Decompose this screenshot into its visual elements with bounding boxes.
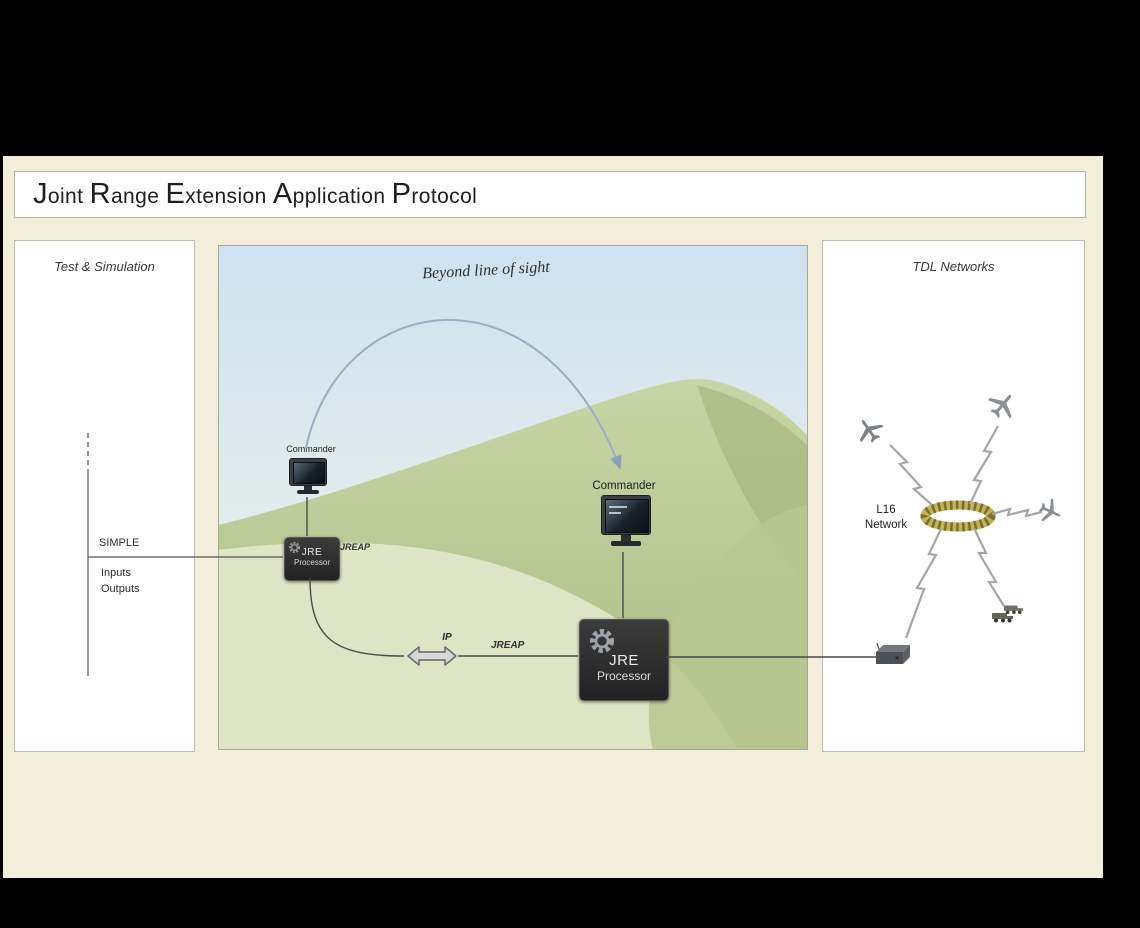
ip-label: IP: [442, 632, 452, 643]
tdl-networks-panel: TDL Networks L16 Network: [822, 240, 1085, 752]
test-simulation-panel: Test & Simulation SIMPLE Inputs Outputs: [14, 240, 195, 752]
screen-glint: [609, 506, 627, 508]
monitor-base: [297, 490, 319, 494]
tdl-networks-title: TDL Networks: [912, 259, 995, 274]
commander-monitor-icon: [601, 495, 651, 546]
monitor-frame: [289, 458, 327, 486]
gear-icon: [288, 541, 301, 554]
jreap-right-label: JREAP: [491, 640, 525, 651]
landscape-illustration: [219, 246, 807, 749]
simple-label: SIMPLE: [99, 537, 140, 549]
jre-small-line1: JRE: [301, 547, 323, 558]
monitor-screen: [293, 462, 325, 484]
front-right-slope: [648, 504, 807, 749]
screen-glint: [609, 512, 621, 514]
commander-small-label: Commander: [286, 444, 336, 454]
monitor-frame: [601, 495, 651, 535]
test-simulation-title: Test & Simulation: [54, 259, 155, 274]
jre-processor-small-box: JRE Processor: [284, 537, 340, 581]
commander-monitor-icon: [289, 458, 327, 494]
monitor-neck: [621, 535, 631, 541]
jre-large-line1: JRE: [609, 652, 639, 669]
jre-processor-large-box: JRE Processor: [579, 619, 669, 701]
monitor-base: [611, 541, 641, 546]
outputs-label: Outputs: [101, 583, 140, 595]
jre-small-line2: Processor: [293, 558, 330, 567]
l16-network-label: L16 Network: [857, 503, 915, 533]
jre-large-line2: Processor: [596, 669, 652, 683]
jreap-left-label: JREAP: [340, 542, 371, 552]
l16-line1: L16: [876, 504, 896, 516]
monitor-screen: [605, 499, 649, 533]
inputs-label: Inputs: [101, 567, 131, 579]
beyond-line-of-sight-scene: Beyond line of sight Commander Commander…: [218, 245, 808, 750]
gear-icon: [590, 629, 614, 653]
monitor-neck: [304, 486, 312, 490]
page-title: Joint Range Extension Application Protoc…: [33, 178, 478, 210]
commander-large-label: Commander: [592, 480, 656, 492]
l16-line2: Network: [864, 518, 908, 531]
title-bar: Joint Range Extension Application Protoc…: [14, 171, 1086, 218]
